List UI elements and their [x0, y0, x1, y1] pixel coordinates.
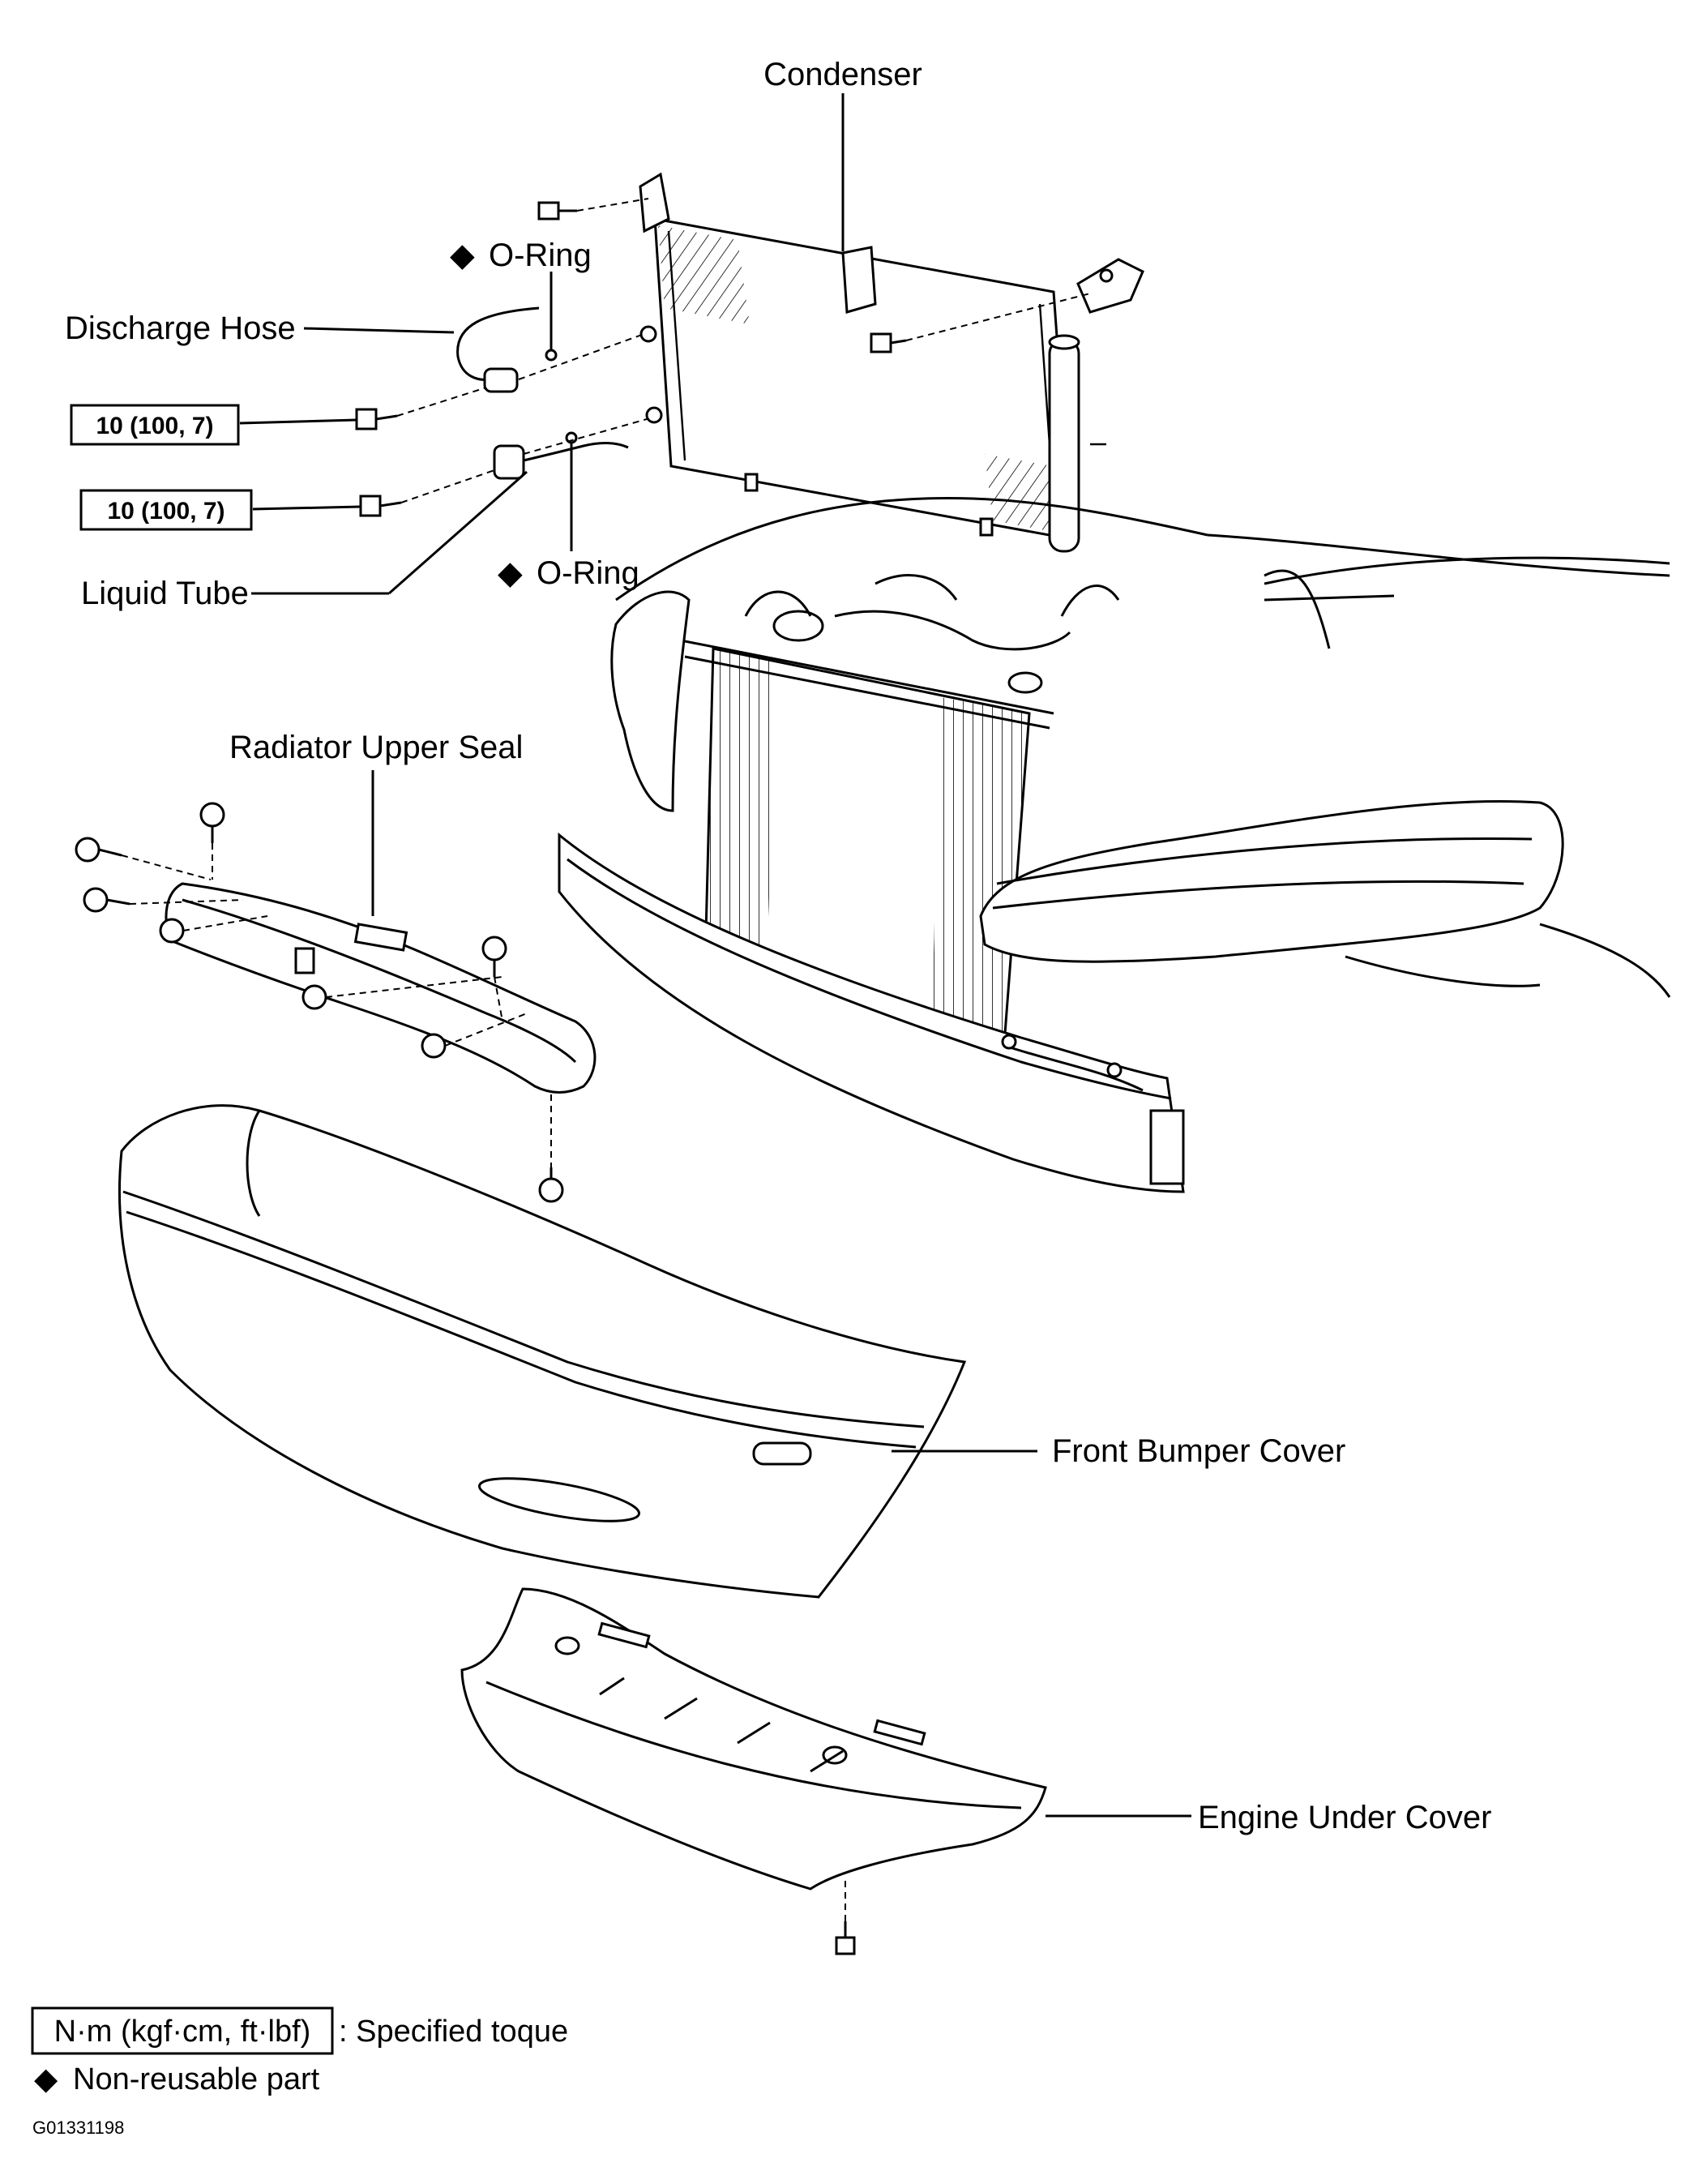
bolt-icon	[359, 495, 402, 517]
front-bumper-cover-drawing	[118, 1104, 1037, 1599]
legend: N·m (kgf·cm, ft·lbf) : Specified toque ◆…	[31, 2006, 568, 2096]
clip-icon	[83, 887, 130, 913]
figure-code: G01331198	[32, 2118, 124, 2138]
torque-value-2: 10 (100, 7)	[107, 498, 225, 525]
hose-fittings	[239, 272, 663, 595]
legend-torque-box	[31, 2006, 334, 2055]
torque-box-2	[79, 489, 253, 531]
label-o-ring-top: O-Ring	[489, 238, 592, 273]
clip-icon	[159, 918, 185, 944]
legend-torque-units: N·m (kgf·cm, ft·lbf)	[54, 2015, 311, 2049]
clip-icon	[199, 802, 225, 843]
vehicle-front-body	[558, 497, 1671, 1193]
radiator-upper-seal-drawing	[75, 770, 597, 1203]
nonreusable-diamond-icon: ◆	[498, 555, 523, 591]
condenser-drawing	[537, 93, 1144, 553]
legend-diamond-icon: ◆	[34, 2062, 58, 2096]
clip-icon	[75, 837, 122, 863]
label-radiator-upper-seal: Radiator Upper Seal	[229, 730, 523, 765]
label-condenser: Condenser	[763, 57, 922, 92]
bolt-icon	[537, 201, 577, 221]
legend-nonreusable: Non-reusable part	[73, 2062, 320, 2096]
legend-torque-desc: : Specified toque	[339, 2015, 568, 2049]
bolt-icon	[870, 332, 907, 353]
clip-icon	[538, 1167, 564, 1203]
torque-box-1	[70, 404, 240, 446]
nonreusable-diamond-icon: ◆	[450, 238, 475, 273]
bolt-icon	[835, 1921, 856, 1955]
label-liquid-tube: Liquid Tube	[81, 576, 249, 611]
clip-icon	[481, 936, 507, 977]
bolt-icon	[355, 408, 398, 430]
clip-icon	[301, 984, 327, 1010]
label-discharge-hose: Discharge Hose	[65, 310, 296, 346]
label-o-ring-bottom: O-Ring	[537, 555, 639, 591]
engine-under-cover-drawing	[460, 1587, 1191, 1955]
clip-icon	[421, 1033, 447, 1059]
torque-value-1: 10 (100, 7)	[96, 413, 213, 439]
label-front-bumper-cover: Front Bumper Cover	[1052, 1433, 1345, 1469]
label-engine-under-cover: Engine Under Cover	[1198, 1800, 1491, 1835]
